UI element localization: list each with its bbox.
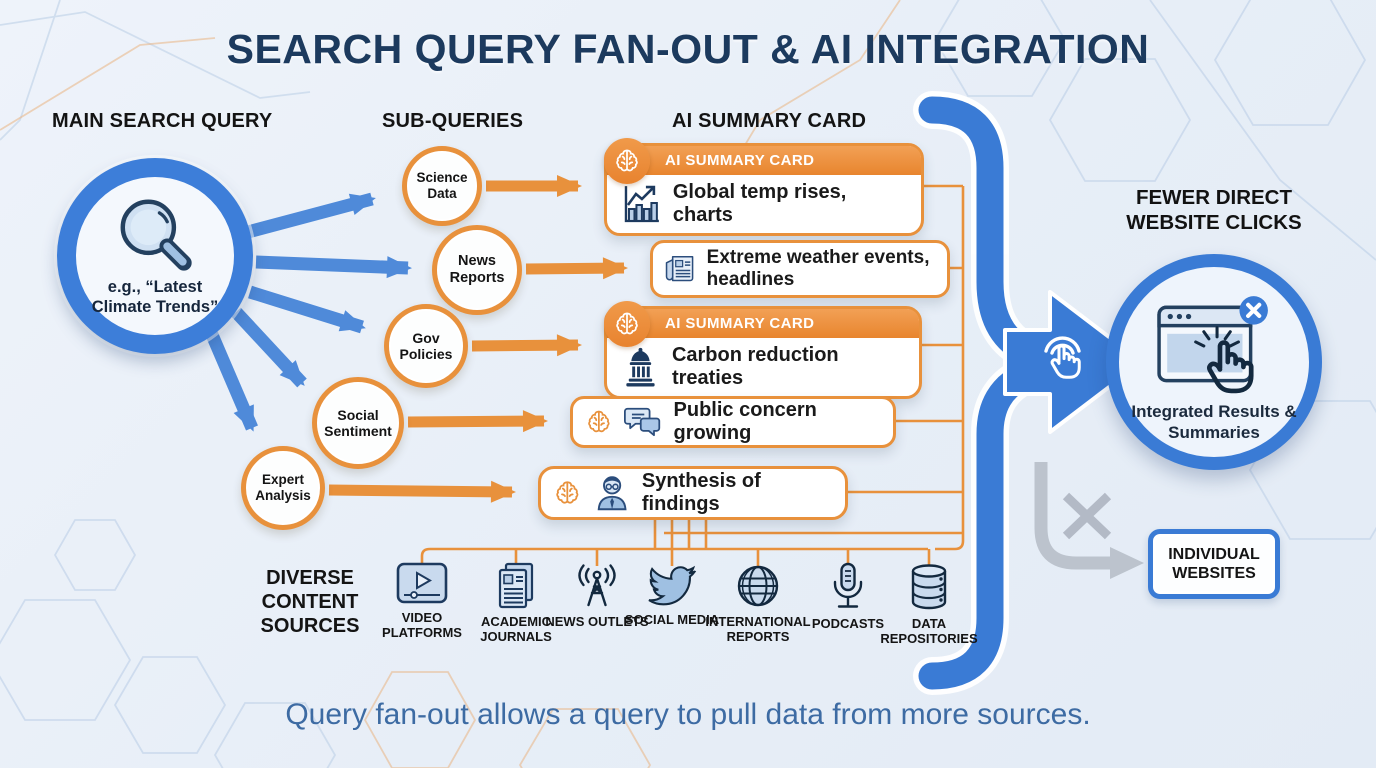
- globe-icon: [737, 565, 779, 607]
- subquery-label: News Reports: [449, 253, 505, 286]
- summary-card-carbon-treaties: AI SUMMARY CARD Carbon reduction treatie…: [604, 301, 922, 399]
- column-header-summary-card: AI SUMMARY CARD: [672, 110, 867, 132]
- ai-summary-card-header: AI SUMMARY CARD: [604, 138, 921, 184]
- card-text: Synthesis of findings: [641, 470, 761, 515]
- brain-icon: [604, 138, 650, 184]
- microphone-icon: [833, 562, 863, 608]
- subquery-gov-policies: Gov Policies: [384, 304, 468, 388]
- brain-icon: [553, 478, 582, 508]
- subquery-label: Gov Policies: [399, 329, 453, 362]
- column-header-main-query: MAIN SEARCH QUERY: [52, 110, 273, 132]
- header-label: AI SUMMARY CARD: [665, 315, 815, 332]
- source-international-reports: INTERNATIONAL REPORTS: [702, 562, 814, 644]
- individual-websites-box: INDIVIDUAL WEBSITES: [1148, 529, 1280, 599]
- source-data-repositories: DATA REPOSITORIES: [873, 562, 985, 646]
- card-text: Extreme weather events, headlines: [706, 247, 930, 290]
- video-icon: [396, 562, 448, 604]
- subquery-label: Science Data: [416, 170, 468, 201]
- chart-icon: [624, 185, 659, 223]
- source-label: DATA REPOSITORIES: [880, 616, 978, 646]
- source-social-media: SOCIAL MEDIA: [616, 562, 728, 628]
- card-text: Global temp rises, charts: [672, 181, 847, 226]
- subquery-news-reports: News Reports: [432, 225, 522, 315]
- broadcast-tower-icon: [578, 564, 616, 607]
- source-news-outlets: NEWS OUTLETS: [541, 562, 653, 630]
- fewer-clicks-label: FEWER DIRECT WEBSITE CLICKS: [1126, 186, 1302, 234]
- magnifier-icon: [120, 199, 192, 271]
- summary-card-synthesis: Synthesis of findings: [538, 466, 848, 520]
- main-search-query-node: e.g., “Latest Climate Trends”: [57, 158, 253, 354]
- subquery-social-sentiment: Social Sentiment: [312, 377, 404, 469]
- government-icon: [626, 347, 655, 387]
- integrated-results-node: Integrated Results & Summaries: [1106, 254, 1322, 470]
- subquery-label: Social Sentiment: [324, 406, 392, 439]
- journal-icon: [498, 562, 534, 609]
- x-mark-icon: [1062, 492, 1112, 540]
- subquery-expert-analysis: Expert Analysis: [241, 446, 325, 530]
- brain-icon: [585, 407, 613, 437]
- individual-websites-label: INDIVIDUAL WEBSITES: [1168, 545, 1260, 582]
- subquery-science-data: Science Data: [402, 146, 482, 226]
- tap-icon: [1044, 336, 1081, 379]
- bird-icon: [648, 565, 697, 606]
- summary-card-global-temp: AI SUMMARY CARD Global temp rises, chart…: [604, 138, 924, 236]
- integrated-results-label: Integrated Results & Summaries: [1131, 402, 1297, 443]
- source-label: INTERNATIONAL REPORTS: [705, 614, 811, 644]
- card-text: Carbon reduction treaties: [671, 344, 839, 389]
- summary-card-public-concern: Public concern growing: [570, 396, 896, 448]
- brain-icon: [604, 301, 650, 347]
- card-text: Public concern growing: [673, 399, 817, 444]
- source-label: NEWS OUTLETS: [545, 614, 649, 629]
- expert-icon: [597, 476, 627, 511]
- ai-summary-card-header: AI SUMMARY CARD: [604, 301, 919, 347]
- source-label: PODCASTS: [811, 616, 885, 631]
- newspaper-icon: [665, 255, 694, 282]
- browser-click-icon: [1157, 296, 1268, 399]
- page-title: SEARCH QUERY FAN-OUT & AI INTEGRATION: [226, 26, 1150, 72]
- main-query-example: e.g., “Latest Climate Trends”: [91, 278, 219, 316]
- caption: Query fan-out allows a query to pull dat…: [285, 698, 1091, 731]
- source-video-platforms: VIDEO PLATFORMS: [366, 562, 478, 640]
- header-label: AI SUMMARY CARD: [665, 152, 815, 169]
- column-header-sub-queries: SUB-QUERIES: [382, 110, 524, 132]
- sources-heading: DIVERSE CONTENT SOURCES: [260, 567, 360, 637]
- summary-card-extreme-weather: Extreme weather events, headlines: [650, 240, 950, 298]
- no-click-arrow: [1034, 462, 1144, 579]
- database-icon: [911, 564, 947, 610]
- subquery-label: Expert Analysis: [255, 472, 311, 503]
- source-label: VIDEO PLATFORMS: [382, 610, 462, 640]
- source-label: SOCIAL MEDIA: [624, 612, 720, 627]
- source-label: ACADEMIC JOURNALS: [480, 614, 552, 644]
- chat-icon: [623, 407, 660, 437]
